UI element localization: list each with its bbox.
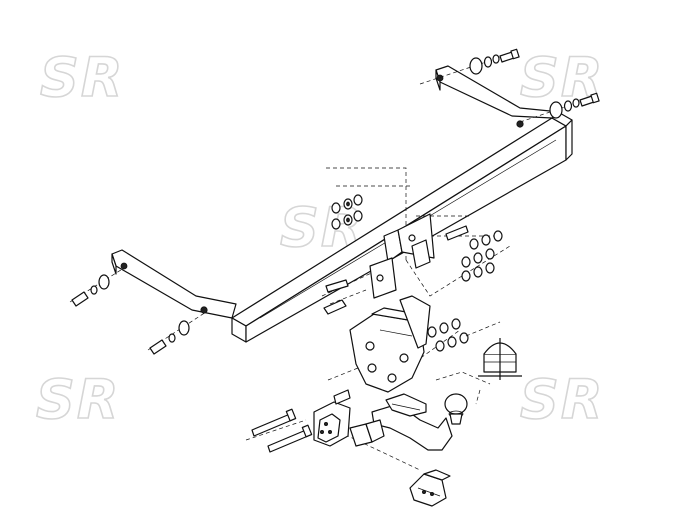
- center-mount-bracket: [323, 213, 435, 315]
- electrical-connector: [409, 469, 451, 507]
- tow-bracket-plate: [349, 295, 431, 393]
- nut-icon: [516, 120, 524, 128]
- nut-stack-upper-center: [331, 194, 363, 230]
- ball-cover-cap: [478, 338, 522, 380]
- bolt-set-left: [69, 267, 207, 355]
- bracket-bolts: [427, 318, 501, 352]
- bolt-set-top-right: [419, 48, 600, 123]
- nut-stack-right-center: [430, 225, 503, 282]
- sr-watermark: SR: [35, 367, 121, 432]
- long-bolts: [245, 408, 313, 453]
- socket-plate: [313, 389, 351, 447]
- left-side-bracket: [111, 249, 237, 319]
- right-side-bracket: [435, 65, 561, 128]
- sr-watermark: SR: [519, 367, 605, 432]
- sr-watermark: SR: [39, 45, 125, 110]
- nut-icon: [200, 306, 208, 314]
- cross-beam: [231, 111, 573, 343]
- tow-ball-neck: [349, 393, 468, 451]
